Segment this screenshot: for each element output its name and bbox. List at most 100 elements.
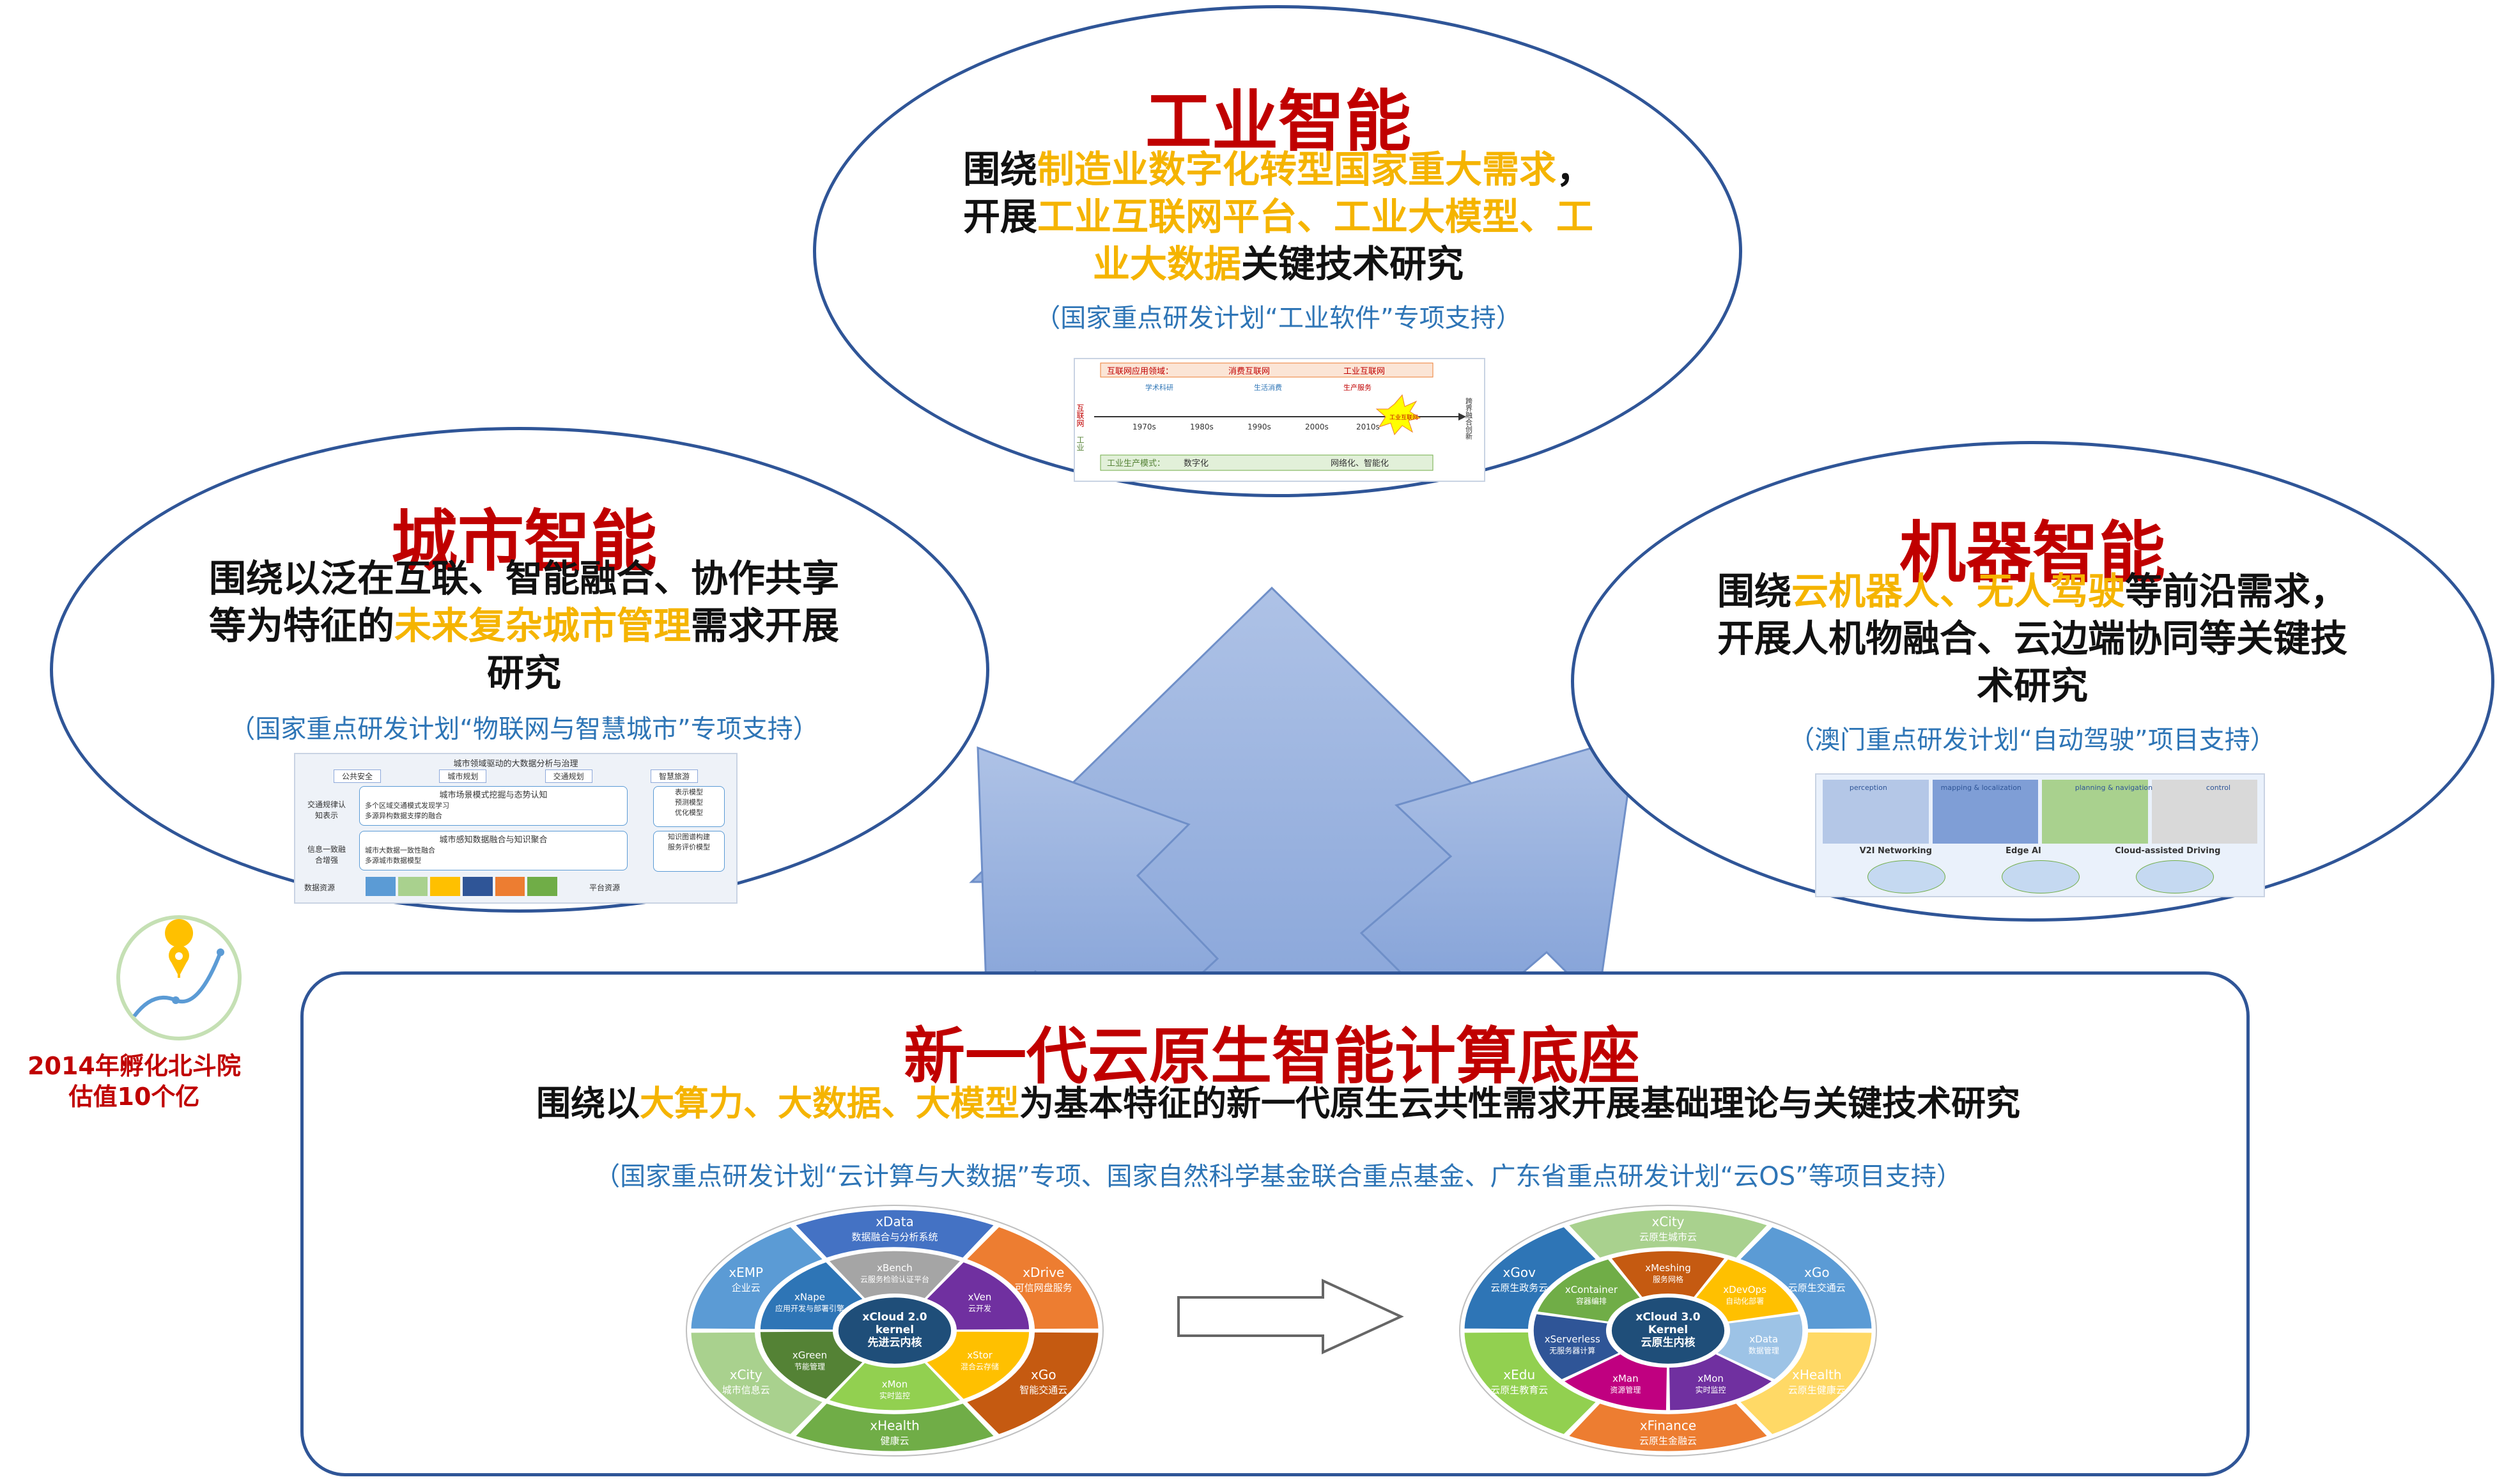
- xcloud3-outer-sub: 云原生教育云: [1490, 1384, 1548, 1396]
- year-2000s: 2000s: [1305, 422, 1329, 431]
- label-planning: planning & navigation: [2075, 784, 2153, 792]
- city-foot-left: 数据资源: [304, 883, 336, 892]
- xcloud2-inner-sub: 云服务检验认证平台: [860, 1274, 929, 1284]
- foundation-box: [300, 971, 2250, 1476]
- xcloud3-kernel-label: 云原生内核: [1641, 1336, 1696, 1349]
- xcloud3-inner-name: xDevOps: [1723, 1284, 1766, 1295]
- timeline-mid-2: 生活消费: [1254, 383, 1282, 392]
- xcloud2-outer-name: xData: [876, 1214, 914, 1229]
- xcloud2-inner-name: xNape: [794, 1291, 825, 1302]
- xcloud3-inner-name: xMon: [1697, 1373, 1724, 1384]
- cloud-road-image: [2136, 860, 2214, 893]
- xcloud3-inner-sub: 服务网格: [1653, 1274, 1683, 1284]
- timeline-mid-3: 生产服务: [1343, 383, 1372, 392]
- xcloud2-outer-name: xCity: [730, 1367, 762, 1382]
- driving-images: [1823, 780, 2257, 844]
- xcloud3-outer-sub: 云原生金融云: [1639, 1435, 1697, 1447]
- industrial-internet-timeline: 互联网应用领域： 消费互联网 工业互联网 学术科研 生活消费 生产服务 互联网 …: [1074, 358, 1485, 482]
- year-1990s: 1990s: [1248, 422, 1271, 431]
- row2-right-2: 服务评价模型: [668, 843, 710, 851]
- xcloud2-inner-sub: 混合云存储: [961, 1362, 999, 1372]
- xcloud3-kernel-label: xCloud 3.0: [1635, 1311, 1700, 1324]
- burst-icon: [1375, 394, 1421, 435]
- chip-public-safety: 公共安全: [334, 769, 382, 783]
- incubation-text: 2014年孵化北斗院 估值10个亿: [27, 1052, 241, 1111]
- row1-title: 城市场景模式挖掘与态势认知: [439, 791, 548, 800]
- timeline-bottom-label: 工业生产模式：: [1107, 459, 1165, 468]
- xcloud3-inner-name: xContainer: [1565, 1284, 1618, 1295]
- city-title: 城市智能: [390, 502, 657, 580]
- xcloud2-inner-name: xGreen: [792, 1350, 827, 1361]
- xcloud2-outer-sub: 可信网盘服务: [1015, 1282, 1072, 1294]
- xcloud2-outer-name: xGo: [1031, 1367, 1056, 1382]
- chip-city-planning: 城市规划: [439, 769, 487, 783]
- xcloud3-inner-sub: 自动化部署: [1726, 1296, 1764, 1306]
- foundation-support: （国家重点研发计划“云计算与大数据”专项、国家自然科学基金联合重点基金、广东省重…: [594, 1162, 1962, 1191]
- foundation-title: 新一代云原生智能计算底座: [904, 1021, 1640, 1092]
- city-thumb-images: [366, 877, 558, 896]
- xcloud2-inner-sub: 实时监控: [879, 1391, 910, 1400]
- xcloud2-outer-sub: 智能交通云: [1019, 1384, 1067, 1396]
- beidou-logo-icon: [116, 915, 242, 1040]
- xcloud2-inner-name: xStor: [967, 1350, 993, 1361]
- xcloud2-inner-sub: 云开发: [968, 1303, 991, 1313]
- xcloud3-inner-sub: 无服务器计算: [1549, 1345, 1595, 1355]
- xcloud3-inner-sub: 资源管理: [1610, 1385, 1641, 1395]
- chip-traffic: 交通规划: [545, 769, 592, 783]
- label-control: control: [2206, 784, 2231, 792]
- timeline-left-top: 互联网: [1076, 404, 1085, 427]
- machine-support: （澳门重点研发计划“自动驾驶”项目支持）: [1789, 725, 2276, 755]
- xcloud2-kernel-label: xCloud 2.0: [862, 1311, 927, 1324]
- timeline-left-bottom: 工业: [1076, 436, 1085, 451]
- xcloud3-kernel-label: Kernel: [1648, 1324, 1688, 1336]
- industrial-title: 工业智能: [1145, 82, 1411, 160]
- edge-road-image: [2002, 860, 2080, 893]
- label-v2i: V2I Networking: [1859, 846, 1932, 856]
- timeline-mid-1: 学术科研: [1145, 383, 1173, 392]
- v2i-road-image: [1867, 860, 1945, 893]
- year-1980s: 1980s: [1190, 422, 1214, 431]
- timeline-top-label: 互联网应用领域：: [1107, 366, 1173, 376]
- xcloud3-inner-name: xMeshing: [1645, 1262, 1691, 1274]
- xcloud2-inner-sub: 应用开发与部署引擎: [775, 1303, 844, 1313]
- label-perception: perception: [1849, 784, 1887, 792]
- xcloud2-outer-name: xEMP: [729, 1265, 763, 1280]
- xcloud3-outer-name: xFinance: [1640, 1418, 1696, 1434]
- row1-label: 交通规律认知表示: [307, 800, 346, 820]
- industrial-support: （国家重点研发计划“工业软件”专项支持）: [1035, 304, 1522, 333]
- timeline-graphic: 互联网应用领域： 消费互联网 工业互联网 学术科研 生活消费 生产服务 互联网 …: [1076, 362, 1473, 471]
- row2-label: 信息一致融合增强: [307, 845, 346, 865]
- row1-right-2: 预测模型: [675, 798, 703, 807]
- year-2010s: 2010s: [1356, 422, 1380, 431]
- row2-right-1: 知识图谱构建: [668, 833, 710, 841]
- xcloud3-inner-sub: 数据管理: [1749, 1345, 1779, 1355]
- xcloud2-outer-sub: 企业云: [732, 1282, 761, 1294]
- city-bigdata-diagram: 城市领域驱动的大数据分析与治理 公共安全 城市规划 交通规划 智慧旅游 交通规律…: [294, 753, 738, 904]
- burst-label: 工业互联网: [1389, 414, 1418, 421]
- xcloud3-outer-sub: 云原生健康云: [1788, 1384, 1846, 1396]
- row2-item-1: 城市大数据一致性融合: [365, 846, 435, 854]
- xcloud3-outer-sub: 云原生城市云: [1639, 1231, 1697, 1242]
- label-edge-ai: Edge AI: [2006, 846, 2041, 856]
- xcloud3-wheel: xCity云原生城市云xGo云原生交通云xHealth云原生健康云xFinanc…: [1459, 1205, 1877, 1457]
- timeline-industrial-label: 工业互联网: [1343, 367, 1385, 376]
